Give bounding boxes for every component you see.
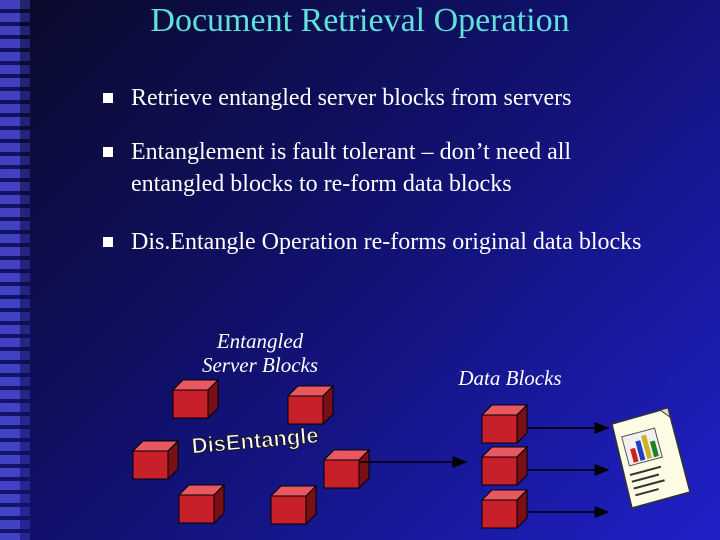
server-block-1 <box>173 380 218 418</box>
server-block-6 <box>271 486 316 524</box>
server-block-5 <box>179 485 224 523</box>
data-block-2 <box>482 447 527 485</box>
data-block-1 <box>482 405 527 443</box>
server-block-3 <box>133 441 178 479</box>
server-block-2 <box>288 386 333 424</box>
data-block-3 <box>482 490 527 528</box>
document-icon <box>612 408 690 508</box>
disentangle-wordart: DisEntangle <box>191 423 320 459</box>
server-block-4 <box>324 450 369 488</box>
